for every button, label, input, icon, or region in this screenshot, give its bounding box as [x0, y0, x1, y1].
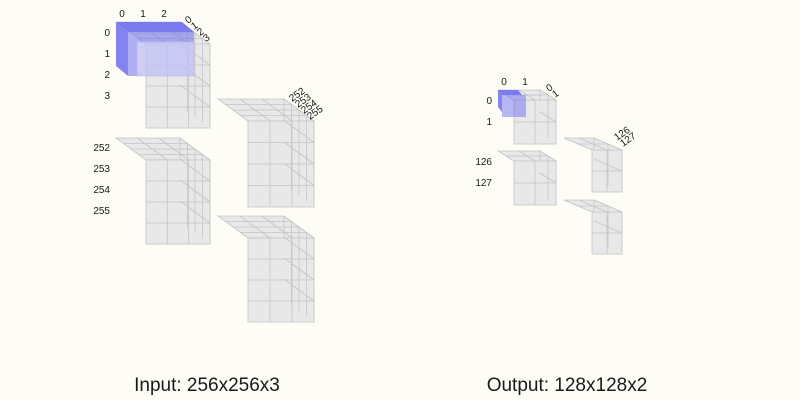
highlight-overlays: [116, 22, 526, 117]
grid-line: [283, 236, 315, 260]
grid-line: [593, 158, 623, 172]
output-column-labels: 0 1: [501, 77, 528, 88]
input-block-bottom-right: [216, 215, 316, 323]
output-col-label: 0: [501, 77, 507, 88]
output-caption: Output: 128x128x2: [487, 375, 648, 396]
output-highlight-side: [498, 90, 502, 112]
input-depth-label: 1: [189, 20, 200, 32]
input-row-label: 0: [104, 28, 110, 39]
output-col-label: 1: [522, 77, 528, 88]
input-col-label: 0: [119, 9, 125, 20]
input-block-top-right: [216, 98, 316, 208]
grid-line: [593, 220, 623, 234]
grid-line: [539, 111, 557, 123]
output-depth-label: 1: [550, 88, 561, 100]
input-highlight-top: [116, 22, 194, 32]
input-row-label: 254: [93, 185, 110, 196]
input-depth-label: 3: [201, 32, 212, 44]
cube-blocks: [114, 21, 623, 323]
grid-line: [283, 120, 315, 143]
grid-line: [283, 141, 315, 165]
input-highlight-side: [116, 22, 128, 76]
output-highlight-top: [498, 90, 522, 95]
input-depth-labels-top: 0 1 2 3: [183, 14, 212, 44]
input-highlight-inner: [136, 41, 195, 77]
output-block-bottom-left: [496, 150, 558, 206]
input-row-label: 2: [104, 70, 110, 81]
output-block-bottom-right: [563, 199, 623, 255]
output-row-label: 0: [486, 96, 492, 107]
input-column-labels: 0 1 2: [119, 9, 167, 20]
input-row-label: 253: [93, 164, 110, 175]
grid-line: [539, 172, 557, 184]
input-row-label: 255: [93, 206, 110, 217]
output-depth-label: 0: [544, 82, 555, 94]
grid-line: [179, 158, 211, 182]
grid-line: [283, 163, 315, 186]
output-depth-labels-top: 0 1: [544, 82, 561, 100]
input-col-label: 2: [161, 9, 167, 20]
input-row-labels-top: 0 1 2 3: [104, 28, 110, 102]
grid-line: [179, 179, 211, 203]
output-depth-labels-bottom: 126 127: [612, 125, 638, 150]
input-block-bottom-left: [114, 137, 212, 245]
output-row-labels-bottom: 126 127: [475, 157, 492, 189]
input-row-labels-bottom: 252 253 254 255: [93, 143, 110, 217]
grid-line: [179, 200, 211, 224]
input-depth-label: 0: [183, 14, 194, 26]
output-row-label: 127: [475, 178, 492, 189]
output-highlight-front: [502, 95, 526, 117]
input-caption: Input: 256x256x3: [134, 375, 280, 396]
input-row-label: 3: [104, 91, 110, 102]
input-row-label: 252: [93, 143, 110, 154]
output-row-label: 126: [475, 157, 492, 168]
input-depth-label: 2: [195, 26, 206, 38]
output-row-label: 1: [486, 117, 492, 128]
grid-line: [283, 257, 315, 281]
output-block-top-right: [563, 137, 623, 193]
grid-line: [283, 278, 315, 302]
grid-line: [179, 84, 211, 108]
output-row-labels-top: 0 1: [486, 96, 492, 128]
input-row-label: 1: [104, 49, 110, 60]
input-col-label: 1: [140, 9, 146, 20]
